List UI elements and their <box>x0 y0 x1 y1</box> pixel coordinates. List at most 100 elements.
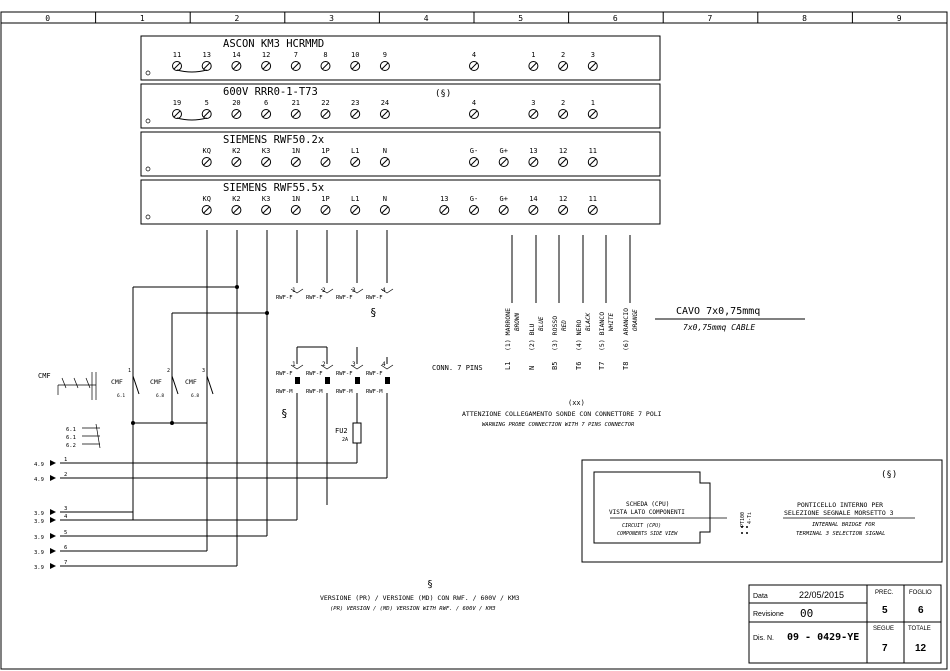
wire-ref: 4.9 <box>34 477 44 483</box>
terminal-screw <box>320 205 331 215</box>
date-label: Data <box>753 593 768 600</box>
terminal-label: 1N <box>292 147 300 155</box>
rwf-f-upper: RWF-F <box>336 295 353 301</box>
terminal-screw <box>528 61 539 71</box>
wire-ref: 4.9 <box>34 462 44 468</box>
cable-color-it: (3) ROSSO <box>551 316 559 351</box>
ruler-col-2: 2 <box>235 14 240 23</box>
terminal-label: 8 <box>323 51 327 59</box>
terminal-screw <box>379 61 390 71</box>
wiring <box>60 230 805 567</box>
cable-color-en: BLUE <box>538 316 545 331</box>
terminal-block-title: SIEMENS RWF50.2x <box>223 134 324 146</box>
cmf-ref: 6.1 <box>66 435 76 441</box>
wire-ref: 3.9 <box>34 535 44 541</box>
cable-pin: T6 <box>575 362 583 370</box>
terminal-label: K2 <box>232 147 240 155</box>
terminal-screw <box>469 109 479 119</box>
pin-4ti: 4-Ti <box>747 512 753 524</box>
terminal-label: 11 <box>589 195 597 203</box>
rwf-f-number: 2 <box>322 287 326 294</box>
terminal-label: 4 <box>472 51 476 59</box>
diagram-texts: § § FU2 2A CAVO 7x0,75mmq 7x0,75mmq CABL… <box>281 306 932 654</box>
terminal-screw <box>528 205 539 215</box>
cable-color-it: (2) BLU <box>528 324 536 351</box>
footnote-it: VERSIONE (PR) / VERSIONE (MD) CON RWF. /… <box>320 594 520 602</box>
ruler-col-5: 5 <box>518 14 523 23</box>
ruler-col-9: 9 <box>897 14 902 23</box>
terminal-label: 21 <box>292 99 300 107</box>
ruler-col-3: 3 <box>329 14 334 23</box>
wire-ref: 3.9 <box>34 550 44 556</box>
wire-ref: 3.9 <box>34 519 44 525</box>
ruler-col-6: 6 <box>613 14 618 23</box>
terminal-label: 13 <box>440 195 448 203</box>
terminal-label: 23 <box>351 99 359 107</box>
terminal-label: 1P <box>321 195 329 203</box>
terminal-label: 1 <box>591 99 595 107</box>
terminal-label: N <box>383 147 387 155</box>
cable-color-it: (6) ARANCIO <box>622 308 630 351</box>
terminal-screw <box>290 61 301 71</box>
bridge-en-2: TERMINAL 3 SELECTION SIGNAL <box>796 531 885 537</box>
terminal-screw <box>558 109 569 119</box>
rwf-f-upper: RWF-F <box>306 295 323 301</box>
cable-title-it: CAVO 7x0,75mmq <box>676 306 760 317</box>
terminal-screw <box>320 157 331 167</box>
rwf-f-upper: RWF-F <box>366 295 383 301</box>
connector-label: CONN. 7 PINS <box>432 364 483 372</box>
terminal-label: 1 <box>531 51 535 59</box>
wire-number: 1 <box>64 457 67 463</box>
terminal-label: 2 <box>561 51 565 59</box>
rwf-f-lower: RWF-F <box>336 371 353 377</box>
rwf-f-lower: RWF-F <box>366 371 383 377</box>
date-value: 22/05/2015 <box>799 590 844 600</box>
rwf-f-number-lower: 2 <box>322 361 326 368</box>
bridge-it-1: PONTICELLO INTERNO PER <box>797 501 883 509</box>
terminal-label: 10 <box>351 51 359 59</box>
terminal-label: KQ <box>203 195 211 203</box>
rwf-f-number: 3 <box>352 287 356 294</box>
terminal-label: 2 <box>561 99 565 107</box>
rwf-connectors: 1RWF-F1RWF-FRWF-M2RWF-F2RWF-FRWF-M3RWF-F… <box>276 287 394 395</box>
cable-color-en: ORANGE <box>632 309 639 331</box>
cable-color-it: (5) BIANCO <box>598 312 606 351</box>
cpu-board-outline <box>593 471 711 544</box>
terminal-screw <box>498 205 509 215</box>
cable-pin: L1 <box>504 362 512 370</box>
terminal-label: 5 <box>205 99 209 107</box>
cable-color-en: BLACK <box>585 313 592 331</box>
terminal-bridge <box>176 69 207 73</box>
rwf-m-lower: RWF-M <box>276 389 293 395</box>
terminal-screw <box>290 109 301 119</box>
cmf-main-label: CMF <box>38 372 51 380</box>
cmf-contact-number: 3 <box>202 368 205 374</box>
cable-pin: T7 <box>598 362 606 370</box>
wire-number: 5 <box>64 530 67 536</box>
terminal-screw <box>320 109 331 119</box>
cable-color-en: RED <box>561 320 568 331</box>
wire-number: 7 <box>64 560 67 566</box>
left-wire-references: 4.914.923.933.943.953.963.97 <box>34 457 68 571</box>
ruler-col-4: 4 <box>424 14 429 23</box>
terminal-label: 12 <box>262 51 270 59</box>
terminal-label: K2 <box>232 195 240 203</box>
wire-ref: 3.9 <box>34 511 44 517</box>
terminal-screw <box>201 157 212 167</box>
terminal-screw <box>379 109 390 119</box>
terminal-screw <box>231 157 242 167</box>
bridge-en-1: INTERNAL BRIDGE FOR <box>812 522 876 528</box>
terminal-screw <box>528 157 539 167</box>
terminal-label: 24 <box>381 99 389 107</box>
fuse-rating: 2A <box>342 437 348 443</box>
rwf-f-lower: RWF-F <box>276 371 293 377</box>
section-mark-bottom: § <box>281 407 288 420</box>
totale-value: 12 <box>915 643 927 654</box>
wire-number: 4 <box>64 514 68 520</box>
terminal-screw <box>587 109 598 119</box>
